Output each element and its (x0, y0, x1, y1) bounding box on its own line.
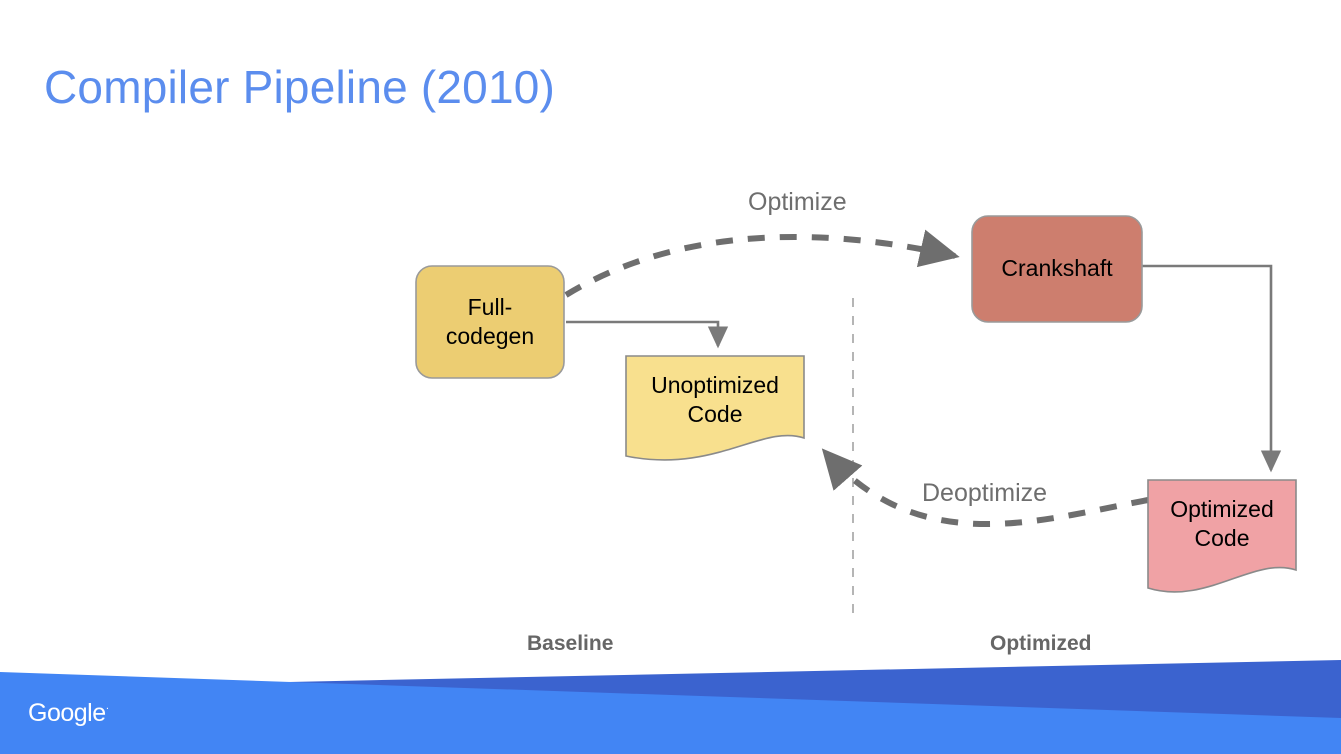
edge-label-deoptimize: Deoptimize (922, 479, 1048, 507)
connector-crankshaft-to-optimized (1142, 264, 1282, 473)
section-label-optimized: Optimized (990, 632, 1092, 655)
node-unoptimized-code[interactable] (625, 355, 805, 461)
connector-deoptimize (821, 448, 1149, 527)
footer-band-light (0, 672, 1341, 754)
node-full-codegen[interactable] (415, 265, 565, 379)
connector-full-codegen-to-unoptimized (566, 320, 729, 349)
connector-optimize (564, 229, 960, 298)
node-optimized-code[interactable] (1147, 479, 1297, 593)
google-logo-tm: · (105, 702, 110, 715)
footer-shapes (0, 660, 1341, 754)
section-label-baseline: Baseline (527, 632, 614, 655)
footer-band: Google· (0, 644, 1341, 754)
google-logo: Google· (28, 699, 109, 728)
node-crankshaft[interactable] (971, 215, 1143, 323)
edge-label-optimize: Optimize (748, 188, 847, 216)
page-title: Compiler Pipeline (2010) (44, 61, 556, 113)
google-logo-text: Google (28, 699, 106, 727)
